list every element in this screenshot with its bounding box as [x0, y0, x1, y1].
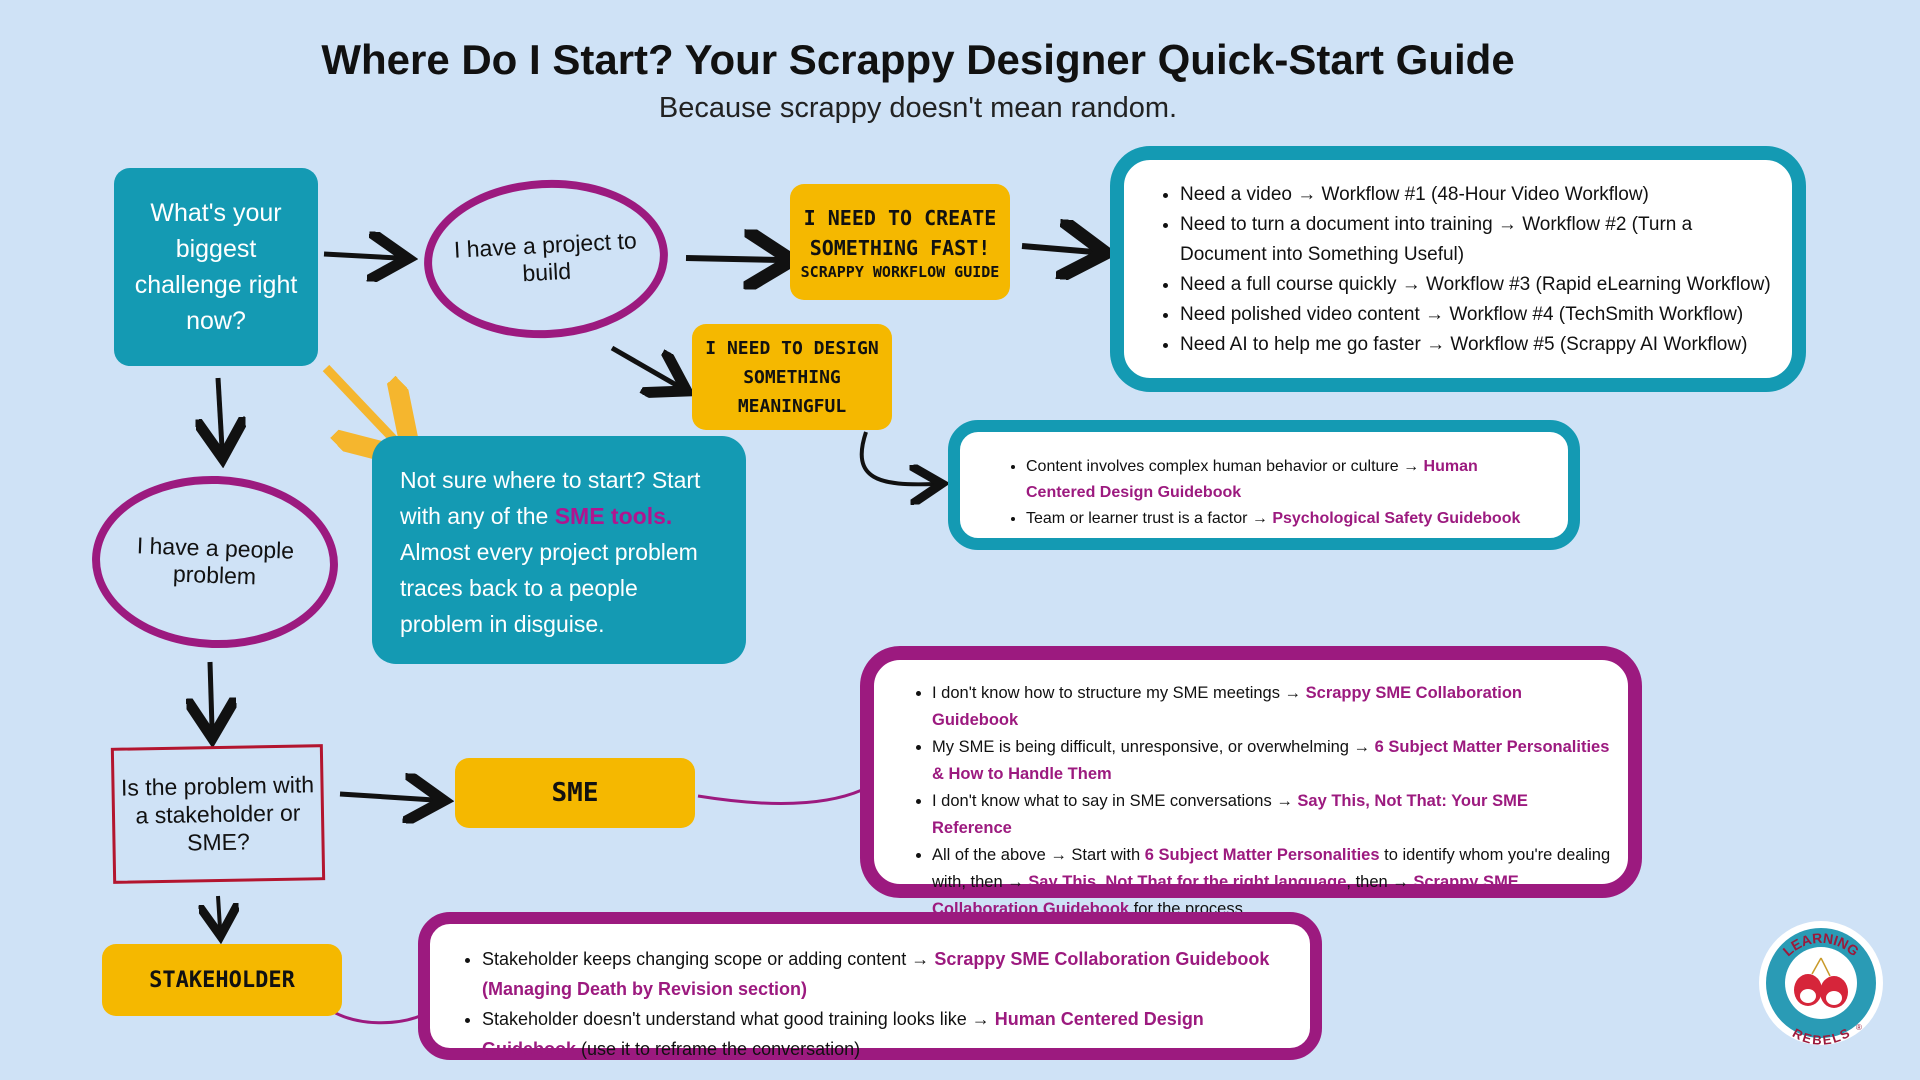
arrow-question-to-sme — [339, 794, 434, 800]
learning-rebels-logo: LEARNING REBELS ® — [1759, 921, 1883, 1048]
arrow-design-to-guidebooks — [859, 431, 934, 484]
stakeholder-list: Stakeholder keeps changing scope or addi… — [460, 944, 1290, 1064]
main-question-text: What's your biggest challenge right now? — [134, 199, 298, 335]
list-item: I don't know what to say in SME conversa… — [932, 788, 1612, 842]
boxing-gloves-icon — [1794, 957, 1848, 1008]
list-item: Need AI to help me go faster → Workflow … — [1180, 330, 1772, 360]
guidebook-link[interactable]: Human Centered Design Guidebook — [482, 1009, 1204, 1059]
main-question-box: What's your biggest challenge right now? — [114, 168, 318, 366]
guidebook-link[interactable]: Say This, Not That: Your SME Reference — [932, 792, 1528, 837]
workflow-panel: Need a video → Workflow #1 (48-Hour Vide… — [1110, 146, 1806, 392]
create-fast-text: I NEED TO CREATE SOMETHING FAST! — [803, 205, 997, 260]
arrow-project-to-design — [610, 345, 678, 386]
list-item-text: Content involves complex human behavior … — [1026, 458, 1424, 475]
arrow-fast-to-workflows — [1021, 246, 1094, 252]
list-item-text: I don't know how to structure my SME mee… — [932, 684, 1306, 702]
list-item: Need polished video content → Workflow #… — [1180, 300, 1772, 330]
list-item: All of the above → Start with 6 Subject … — [932, 842, 1612, 923]
design-meaningful-box: I NEED TO DESIGN SOMETHING MEANINGFUL — [692, 324, 892, 430]
list-item-text: All of the above → Start with — [932, 846, 1145, 864]
arrow-main-to-smetools — [322, 364, 400, 446]
list-item-text: Team or learner trust is a factor → — [1026, 510, 1273, 527]
sme-text: SME — [551, 778, 599, 808]
guidebook-link[interactable]: Scrappy SME Collaboration Guidebook — [932, 684, 1523, 729]
create-fast-subtext: SCRAPPY WORKFLOW GUIDE — [800, 262, 1000, 281]
logo-registered-mark: ® — [1856, 1023, 1862, 1032]
list-item-text: to identify whom you're dealing with, th… — [932, 846, 1611, 891]
people-text: I have a people problem — [136, 532, 295, 590]
line-stakeholder-to-list — [329, 1008, 421, 1025]
sme-tools-prefix: Not sure where to start? Start with any … — [400, 467, 701, 529]
list-item: Content involves complex human behavior … — [1026, 454, 1544, 506]
create-fast-box: I NEED TO CREATE SOMETHING FAST! SCRAPPY… — [790, 184, 1010, 300]
sme-box: SME — [455, 758, 695, 828]
arrow-people-to-question — [210, 661, 212, 728]
logo-bottom-text: REBELS — [1790, 1025, 1852, 1048]
arrow-project-to-fast — [685, 258, 780, 260]
page-title: Where Do I Start? Your Scrappy Designer … — [321, 36, 1515, 83]
list-item-text: Stakeholder doesn't understand what good… — [482, 1009, 995, 1029]
guidebook-link[interactable]: Scrappy SME Collaboration Guidebook (Man… — [482, 949, 1270, 999]
arrow-main-to-people — [218, 377, 222, 448]
sme-tools-callout: Not sure where to start? Start with any … — [372, 436, 746, 664]
stakeholder-box: STAKEHOLDER — [102, 944, 342, 1016]
sme-tools-suffix: Almost every project problem traces back… — [400, 539, 698, 637]
list-item: Stakeholder doesn't understand what good… — [482, 1004, 1290, 1064]
list-item: Need a video → Workflow #1 (48-Hour Vide… — [1180, 180, 1772, 210]
list-item: Team or learner trust is a factor → Psyc… — [1026, 506, 1544, 532]
guidebook-link[interactable]: 6 Subject Matter Personalities — [1144, 846, 1380, 864]
guidebook-link[interactable]: Say This, Not That for the right languag… — [1028, 873, 1347, 891]
list-item-text: , then → — [1346, 873, 1414, 891]
stakeholder-guidebooks-panel: Stakeholder keeps changing scope or addi… — [418, 912, 1322, 1060]
list-item-text: My SME is being difficult, unresponsive,… — [932, 738, 1375, 756]
guidebook-link[interactable]: 6 Subject Matter Personalities & How to … — [932, 738, 1610, 783]
stakeholder-question-text: Is the problem with a stakeholder or SME… — [120, 771, 315, 856]
list-item: My SME is being difficult, unresponsive,… — [932, 734, 1612, 788]
svg-text:REBELS: REBELS — [1790, 1025, 1852, 1048]
list-item: Need to turn a document into training → … — [1180, 210, 1772, 270]
line-sme-to-list — [697, 788, 863, 806]
list-item-text: I don't know what to say in SME conversa… — [932, 792, 1298, 810]
list-item-text: Stakeholder keeps changing scope or addi… — [482, 949, 935, 969]
guidebook-link[interactable]: Human Centered Design Guidebook — [1026, 458, 1478, 501]
list-item: I don't know how to structure my SME mee… — [932, 680, 1612, 734]
workflow-list: Need a video → Workflow #1 (48-Hour Vide… — [1158, 180, 1772, 360]
design-guidebooks-panel: Content involves complex human behavior … — [948, 420, 1580, 550]
arrow-question-to-stakeholder — [218, 895, 220, 928]
sme-list: I don't know how to structure my SME mee… — [910, 680, 1612, 923]
design-list: Content involves complex human behavior … — [1004, 454, 1544, 532]
guidebook-link[interactable]: Psychological Safety Guidebook — [1272, 510, 1521, 527]
project-text: I have a project to build — [453, 227, 638, 287]
list-item: Stakeholder keeps changing scope or addi… — [482, 944, 1290, 1004]
list-item: Need a full course quickly → Workflow #3… — [1180, 270, 1772, 300]
arrow-main-to-project — [323, 254, 398, 258]
sme-tools-highlight: SME tools. — [554, 503, 673, 529]
design-meaningful-text: I NEED TO DESIGN SOMETHING MEANINGFUL — [705, 337, 879, 417]
stakeholder-question-box: Is the problem with a stakeholder or SME… — [110, 744, 326, 884]
page-subtitle: Because scrappy doesn't mean random. — [658, 92, 1178, 124]
stakeholder-text: STAKEHOLDER — [149, 967, 295, 993]
list-item-text: (use it to reframe the conversation) — [576, 1039, 861, 1059]
sme-guidebooks-panel: I don't know how to structure my SME mee… — [860, 646, 1642, 918]
